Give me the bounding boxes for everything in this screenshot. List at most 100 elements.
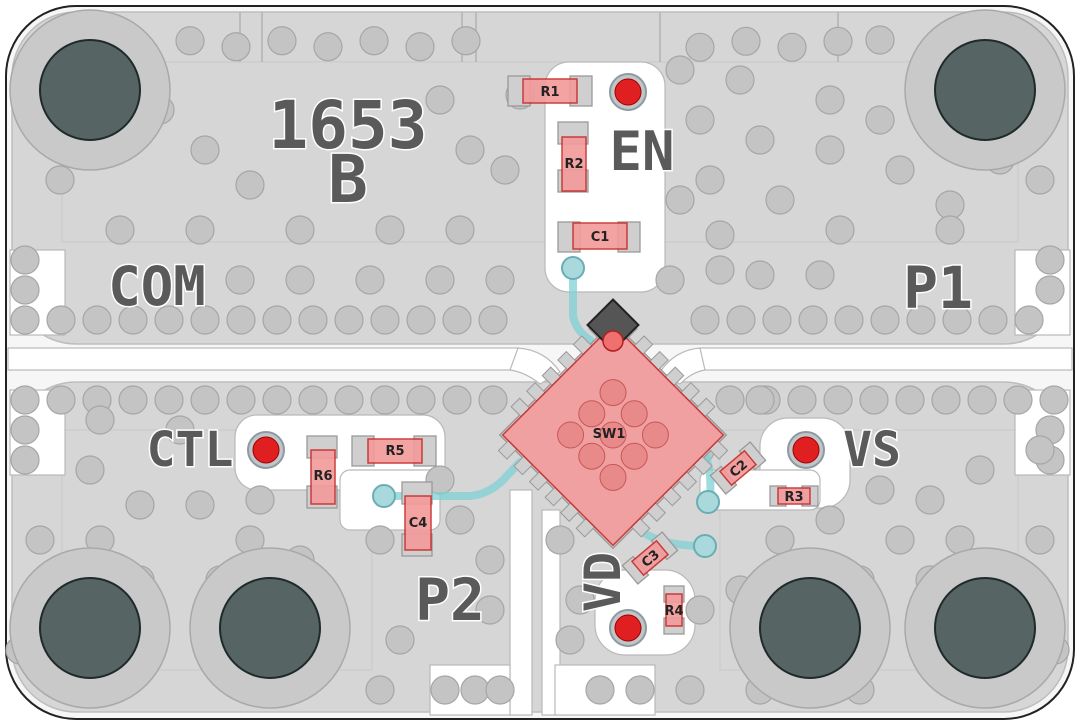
resistor-r6: R6 (306, 435, 338, 509)
stitching-via (445, 505, 475, 535)
c1-label: C1 (591, 230, 610, 245)
stitching-via (865, 105, 895, 135)
sw1-switch-ic: SW1 (497, 298, 729, 550)
stitching-via (885, 155, 915, 185)
r5-label: R5 (385, 444, 404, 459)
label-vs: VS (843, 422, 901, 478)
stitching-via (221, 32, 251, 62)
stitching-via (226, 385, 256, 415)
stitching-via (105, 215, 135, 245)
stitching-via (745, 385, 775, 415)
stitching-via (85, 405, 115, 435)
stitching-via (865, 25, 895, 55)
stitching-via (406, 305, 436, 335)
stitching-via (978, 305, 1008, 335)
stitching-via (731, 26, 761, 56)
stitching-via (726, 305, 756, 335)
stitching-via (865, 475, 895, 505)
stitching-via (225, 265, 255, 295)
capacitor-c4: C4 (401, 481, 433, 557)
stitching-via (1035, 245, 1065, 275)
stitching-via (859, 385, 889, 415)
stitching-via (745, 260, 775, 290)
stitching-via (82, 305, 112, 335)
stitching-via (685, 32, 715, 62)
stitching-via (298, 305, 328, 335)
c4-label: C4 (409, 516, 428, 531)
stitching-via (10, 305, 40, 335)
stitching-via (815, 85, 845, 115)
stitching-via (915, 485, 945, 515)
silkscreen: 1653 B COM P1 EN CTL VS P2 VD (107, 86, 975, 636)
stitching-via (25, 525, 55, 555)
stitching-via (10, 415, 40, 445)
board-part-number: 1653 (269, 87, 428, 164)
stitching-via (942, 305, 972, 335)
passive-components: R1 R2 C1 R5 R6 (306, 75, 819, 635)
stitching-via (1014, 305, 1044, 335)
stitching-via (715, 385, 745, 415)
stitching-via (478, 385, 508, 415)
stitching-via (834, 305, 864, 335)
capacitor-c2: C2 (709, 441, 767, 495)
stitching-via (777, 32, 807, 62)
stitching-via (490, 155, 520, 185)
capacitor-c1: C1 (557, 221, 641, 253)
stitching-via (190, 135, 220, 165)
stitching-via (334, 385, 364, 415)
stitching-via (430, 675, 460, 705)
stitching-via (690, 305, 720, 335)
stitching-via (823, 385, 853, 415)
mounting-holes (9, 9, 1066, 709)
resistor-r1: R1 (507, 75, 593, 107)
stitching-via (1039, 385, 1069, 415)
stitching-via (334, 305, 364, 335)
stitching-via (1025, 435, 1055, 465)
r3-label: R3 (784, 490, 803, 505)
stitching-via (365, 525, 395, 555)
stitching-via (365, 675, 395, 705)
stitching-via (118, 385, 148, 415)
stitching-via (425, 85, 455, 115)
stitching-via (45, 165, 75, 195)
stitching-via (460, 675, 490, 705)
resistor-r3: R3 (769, 485, 819, 507)
stitching-via (478, 305, 508, 335)
stitching-via (285, 265, 315, 295)
stitching-via (967, 385, 997, 415)
stitching-via (935, 215, 965, 245)
stitching-via (442, 385, 472, 415)
stitching-via (375, 215, 405, 245)
stitching-via (425, 265, 455, 295)
stitching-via (805, 260, 835, 290)
stitching-via (565, 585, 595, 615)
resistor-r4: R4 (663, 585, 685, 635)
stitching-via (585, 675, 615, 705)
stitching-via (1025, 525, 1055, 555)
stitching-via (705, 220, 735, 250)
stitching-via (298, 385, 328, 415)
stitching-via (555, 625, 585, 655)
stitching-via (705, 255, 735, 285)
sw1-label: SW1 (593, 427, 626, 442)
stitching-via (10, 445, 40, 475)
stitching-via (655, 265, 685, 295)
stitching-via (245, 485, 275, 515)
stitching-via (175, 26, 205, 56)
stitching-via (625, 675, 655, 705)
stitching-via (445, 215, 475, 245)
stitching-via (118, 305, 148, 335)
stitching-via (787, 385, 817, 415)
stitching-via (825, 215, 855, 245)
stitching-via (46, 385, 76, 415)
stitching-via (815, 135, 845, 165)
stitching-via (190, 385, 220, 415)
stitching-via (235, 170, 265, 200)
stitching-via (895, 385, 925, 415)
stitching-via (695, 165, 725, 195)
label-p1: P1 (903, 254, 973, 322)
stitching-via (359, 26, 389, 56)
stitching-via (370, 385, 400, 415)
r2-label: R2 (564, 157, 583, 172)
